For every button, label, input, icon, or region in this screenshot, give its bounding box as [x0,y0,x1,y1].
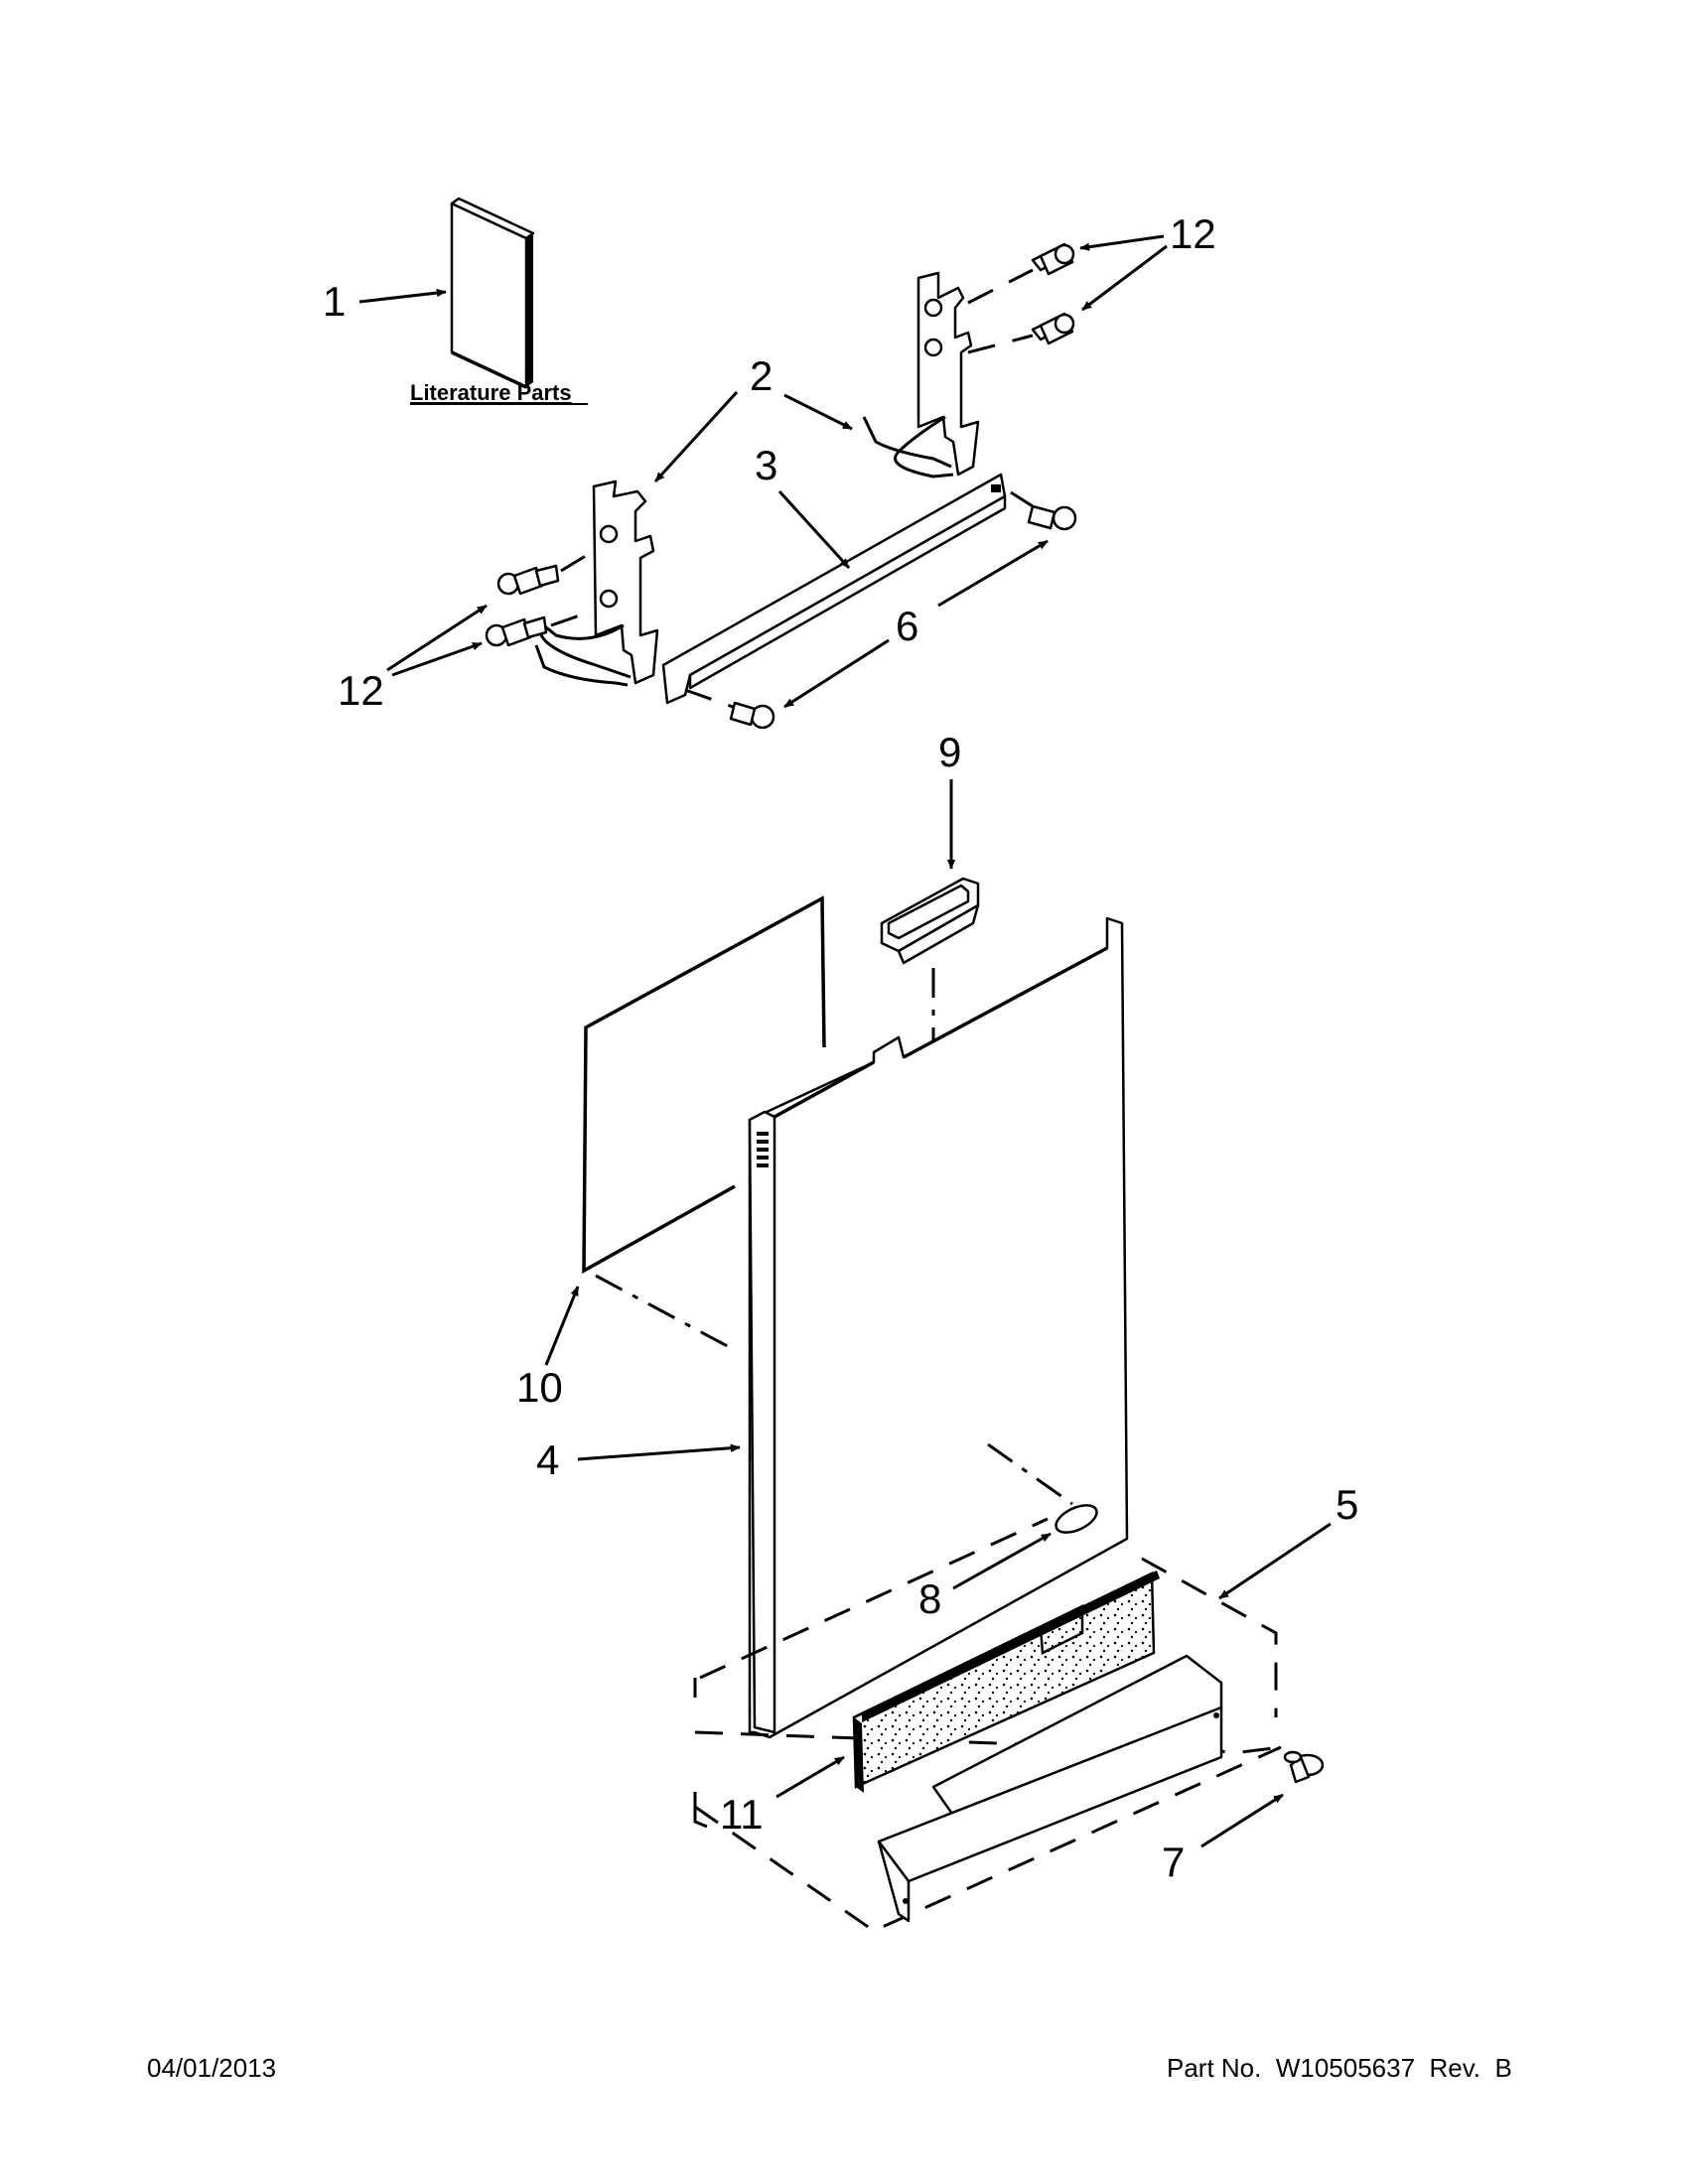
screw-upper-right-2 [1031,312,1075,345]
literature-parts-label: Literature Parts [410,380,572,405]
leader-6b [783,638,890,709]
door-insulation-panel [582,895,826,1274]
callout-7: 7 [1162,1839,1185,1885]
screw-channel-left [729,701,775,730]
access-panel [877,1654,1223,1923]
door-channel [661,473,1007,705]
leader-7 [1200,1793,1284,1848]
footer-part-number: Part No. W10505637 Rev. B [1167,2053,1512,2083]
callout-8: 8 [918,1575,941,1622]
callout-12-top: 12 [1170,210,1216,257]
leader-3 [777,489,851,570]
hinge-bracket-left [534,479,659,687]
literature-booklet [450,197,535,389]
leader-12-bottom-b [391,641,483,677]
hinge-bracket-right [862,271,980,478]
callout-1: 1 [323,278,346,325]
leader-6a [937,539,1049,608]
leader-10 [544,1286,580,1366]
leader-12-top-b [1081,244,1168,312]
leader-2b [783,393,853,431]
callout-2: 2 [750,352,773,399]
callout-12-bottom: 12 [338,667,384,714]
callout-5: 5 [1336,1481,1358,1528]
callout-3: 3 [755,442,777,488]
leader-5 [1218,1522,1332,1600]
screw-left-2 [485,615,548,647]
leader-12-top-a [1079,234,1165,251]
plug [1055,1504,1098,1534]
foam-insulation-strip [852,1570,1160,1793]
leader-8 [952,1532,1052,1590]
callout-9: 9 [938,729,961,775]
leader-12-bottom-a [386,604,488,672]
callout-11: 11 [720,1791,764,1838]
screw-left-1 [496,564,560,596]
callout-4: 4 [536,1436,559,1483]
screw-access-panel [1283,1750,1325,1784]
leader-2a [653,390,739,483]
leader-11 [775,1755,845,1799]
screw-upper-right-1 [1031,242,1075,276]
callout-10: 10 [516,1364,563,1411]
screw-channel-right [1027,504,1077,531]
callout-6: 6 [896,603,918,649]
leader-4 [577,1443,741,1461]
footer-date: 04/01/2013 [147,2053,276,2083]
leader-1 [358,288,447,304]
door-handle [880,877,980,965]
outer-door-panel [748,916,1129,1739]
